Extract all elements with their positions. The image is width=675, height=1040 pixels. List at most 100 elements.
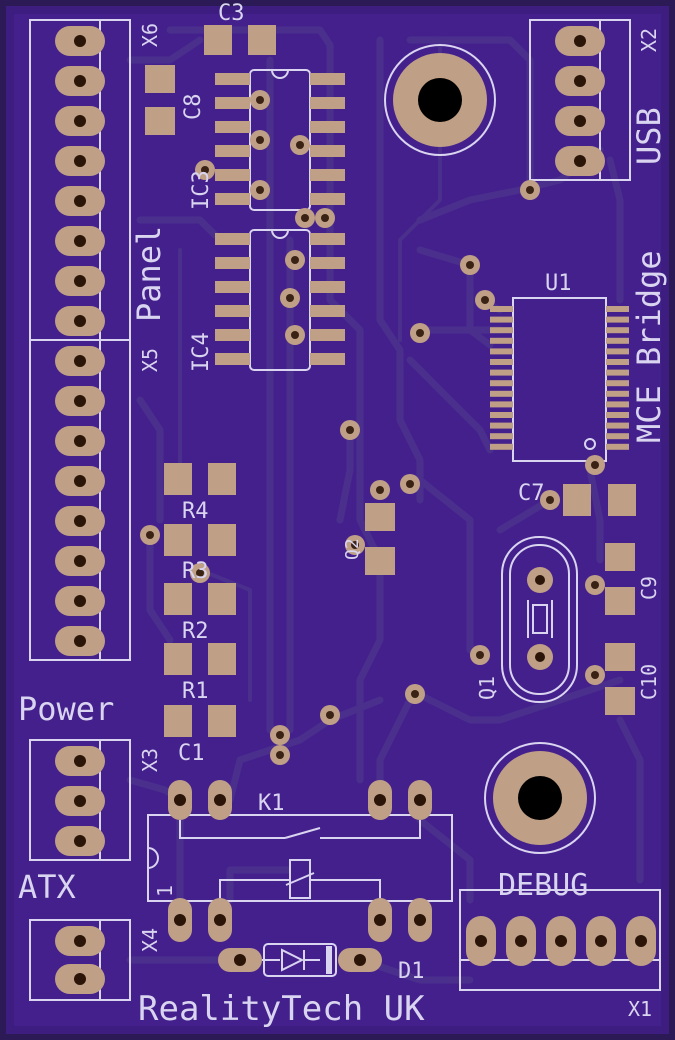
label-u1: U1 [545, 271, 572, 296]
u1-pin [606, 327, 629, 334]
label-c9: C9 [637, 576, 661, 600]
label-debug: DEBUG [498, 868, 588, 903]
label-atx: ATX [18, 868, 76, 906]
label-panel: Panel [130, 226, 168, 322]
u1-pin [490, 359, 513, 365]
ic4-package [215, 229, 345, 371]
via-drill [276, 731, 284, 739]
via-drill [256, 136, 264, 144]
u1-pin [606, 380, 629, 387]
u1-pin [606, 316, 629, 323]
mounting-hole-bottom [484, 742, 596, 854]
label-r4: R4 [182, 499, 209, 524]
diode-d1 [218, 943, 382, 977]
via-drill [416, 329, 424, 337]
label-x3: X3 [138, 748, 162, 772]
label-c3: C3 [218, 1, 245, 26]
via-drill [351, 541, 359, 549]
via-drill [591, 581, 599, 589]
via-drill [256, 96, 264, 104]
via-drill [291, 331, 299, 339]
ic3-package [215, 69, 345, 211]
label-q1: Q1 [475, 676, 499, 700]
silkscreen-labels: C3 X6 C8 IC3 IC4 Panel X5 X2 USB MCE Bri… [18, 1, 668, 1029]
label-x1: X1 [628, 997, 652, 1021]
connector-x6 [29, 19, 131, 341]
u1-pin [490, 380, 513, 387]
u1-pin [490, 401, 513, 408]
label-q2: Q2 [342, 538, 363, 560]
label-c1: C1 [178, 741, 205, 766]
page-title: MCE Bridge [630, 250, 668, 443]
via-drill [276, 751, 284, 759]
label-x2: X2 [637, 28, 661, 52]
u1-pin [606, 306, 629, 312]
label-power: Power [18, 690, 114, 728]
via-drill [301, 214, 309, 222]
u1-pin [490, 369, 513, 376]
label-x5: X5 [138, 348, 162, 372]
brand-label: RealityTech UK [138, 989, 425, 1029]
via-drill [286, 294, 294, 302]
label-d1: D1 [398, 959, 425, 984]
via-drill [546, 496, 554, 504]
u1-pin [606, 348, 629, 355]
label-ic3: IC3 [189, 170, 214, 210]
u1-pin [606, 359, 629, 365]
u1-pin [490, 337, 513, 344]
u1-pin [606, 443, 629, 450]
via-drill [146, 531, 154, 539]
u1-pin [490, 443, 513, 450]
u1-pin [606, 422, 629, 429]
vias [140, 90, 605, 765]
connector-x5 [29, 339, 131, 661]
via-drill [376, 486, 384, 494]
label-usb: USB [630, 107, 668, 165]
u1-pin [490, 433, 513, 440]
connector-x4 [29, 919, 131, 1001]
via-drill [411, 690, 419, 698]
u1-pin [606, 337, 629, 344]
u1-pin [606, 390, 629, 397]
u1-pin [490, 327, 513, 334]
smd-passives [145, 25, 636, 737]
via-drill [326, 711, 334, 719]
via-drill [346, 426, 354, 434]
label-c7: C7 [518, 481, 545, 506]
label-k1: K1 [258, 791, 285, 816]
relay-k1 [147, 780, 453, 942]
via-drill [466, 261, 474, 269]
u1-pin [490, 412, 513, 418]
label-k1-pin1: 1 [153, 885, 177, 897]
via-drill [296, 141, 304, 149]
label-ic4: IC4 [189, 332, 214, 372]
x6-pins [55, 26, 105, 336]
via-drill [201, 166, 209, 174]
via-drill [591, 461, 599, 469]
label-r1: R1 [182, 679, 209, 704]
connector-x2 [529, 19, 631, 181]
via-drill [406, 480, 414, 488]
label-c10: C10 [637, 664, 661, 700]
u1-pin [490, 306, 513, 312]
label-x4: X4 [138, 928, 162, 952]
u1-package [490, 297, 629, 462]
label-c8: C8 [181, 94, 206, 121]
u1-pin [490, 422, 513, 429]
u1-pin [490, 316, 513, 323]
u1-pin [606, 369, 629, 376]
u1-pin [490, 348, 513, 355]
via-drill [591, 671, 599, 679]
crystal-q1 [501, 536, 578, 703]
via-drill [291, 256, 299, 264]
label-r2: R2 [182, 619, 209, 644]
via-drill [476, 651, 484, 659]
via-drill [256, 186, 264, 194]
u1-pin [490, 390, 513, 397]
connector-x1 [459, 889, 661, 991]
label-r3: R3 [182, 559, 209, 584]
via-drill [526, 186, 534, 194]
mounting-hole-top [384, 44, 496, 156]
